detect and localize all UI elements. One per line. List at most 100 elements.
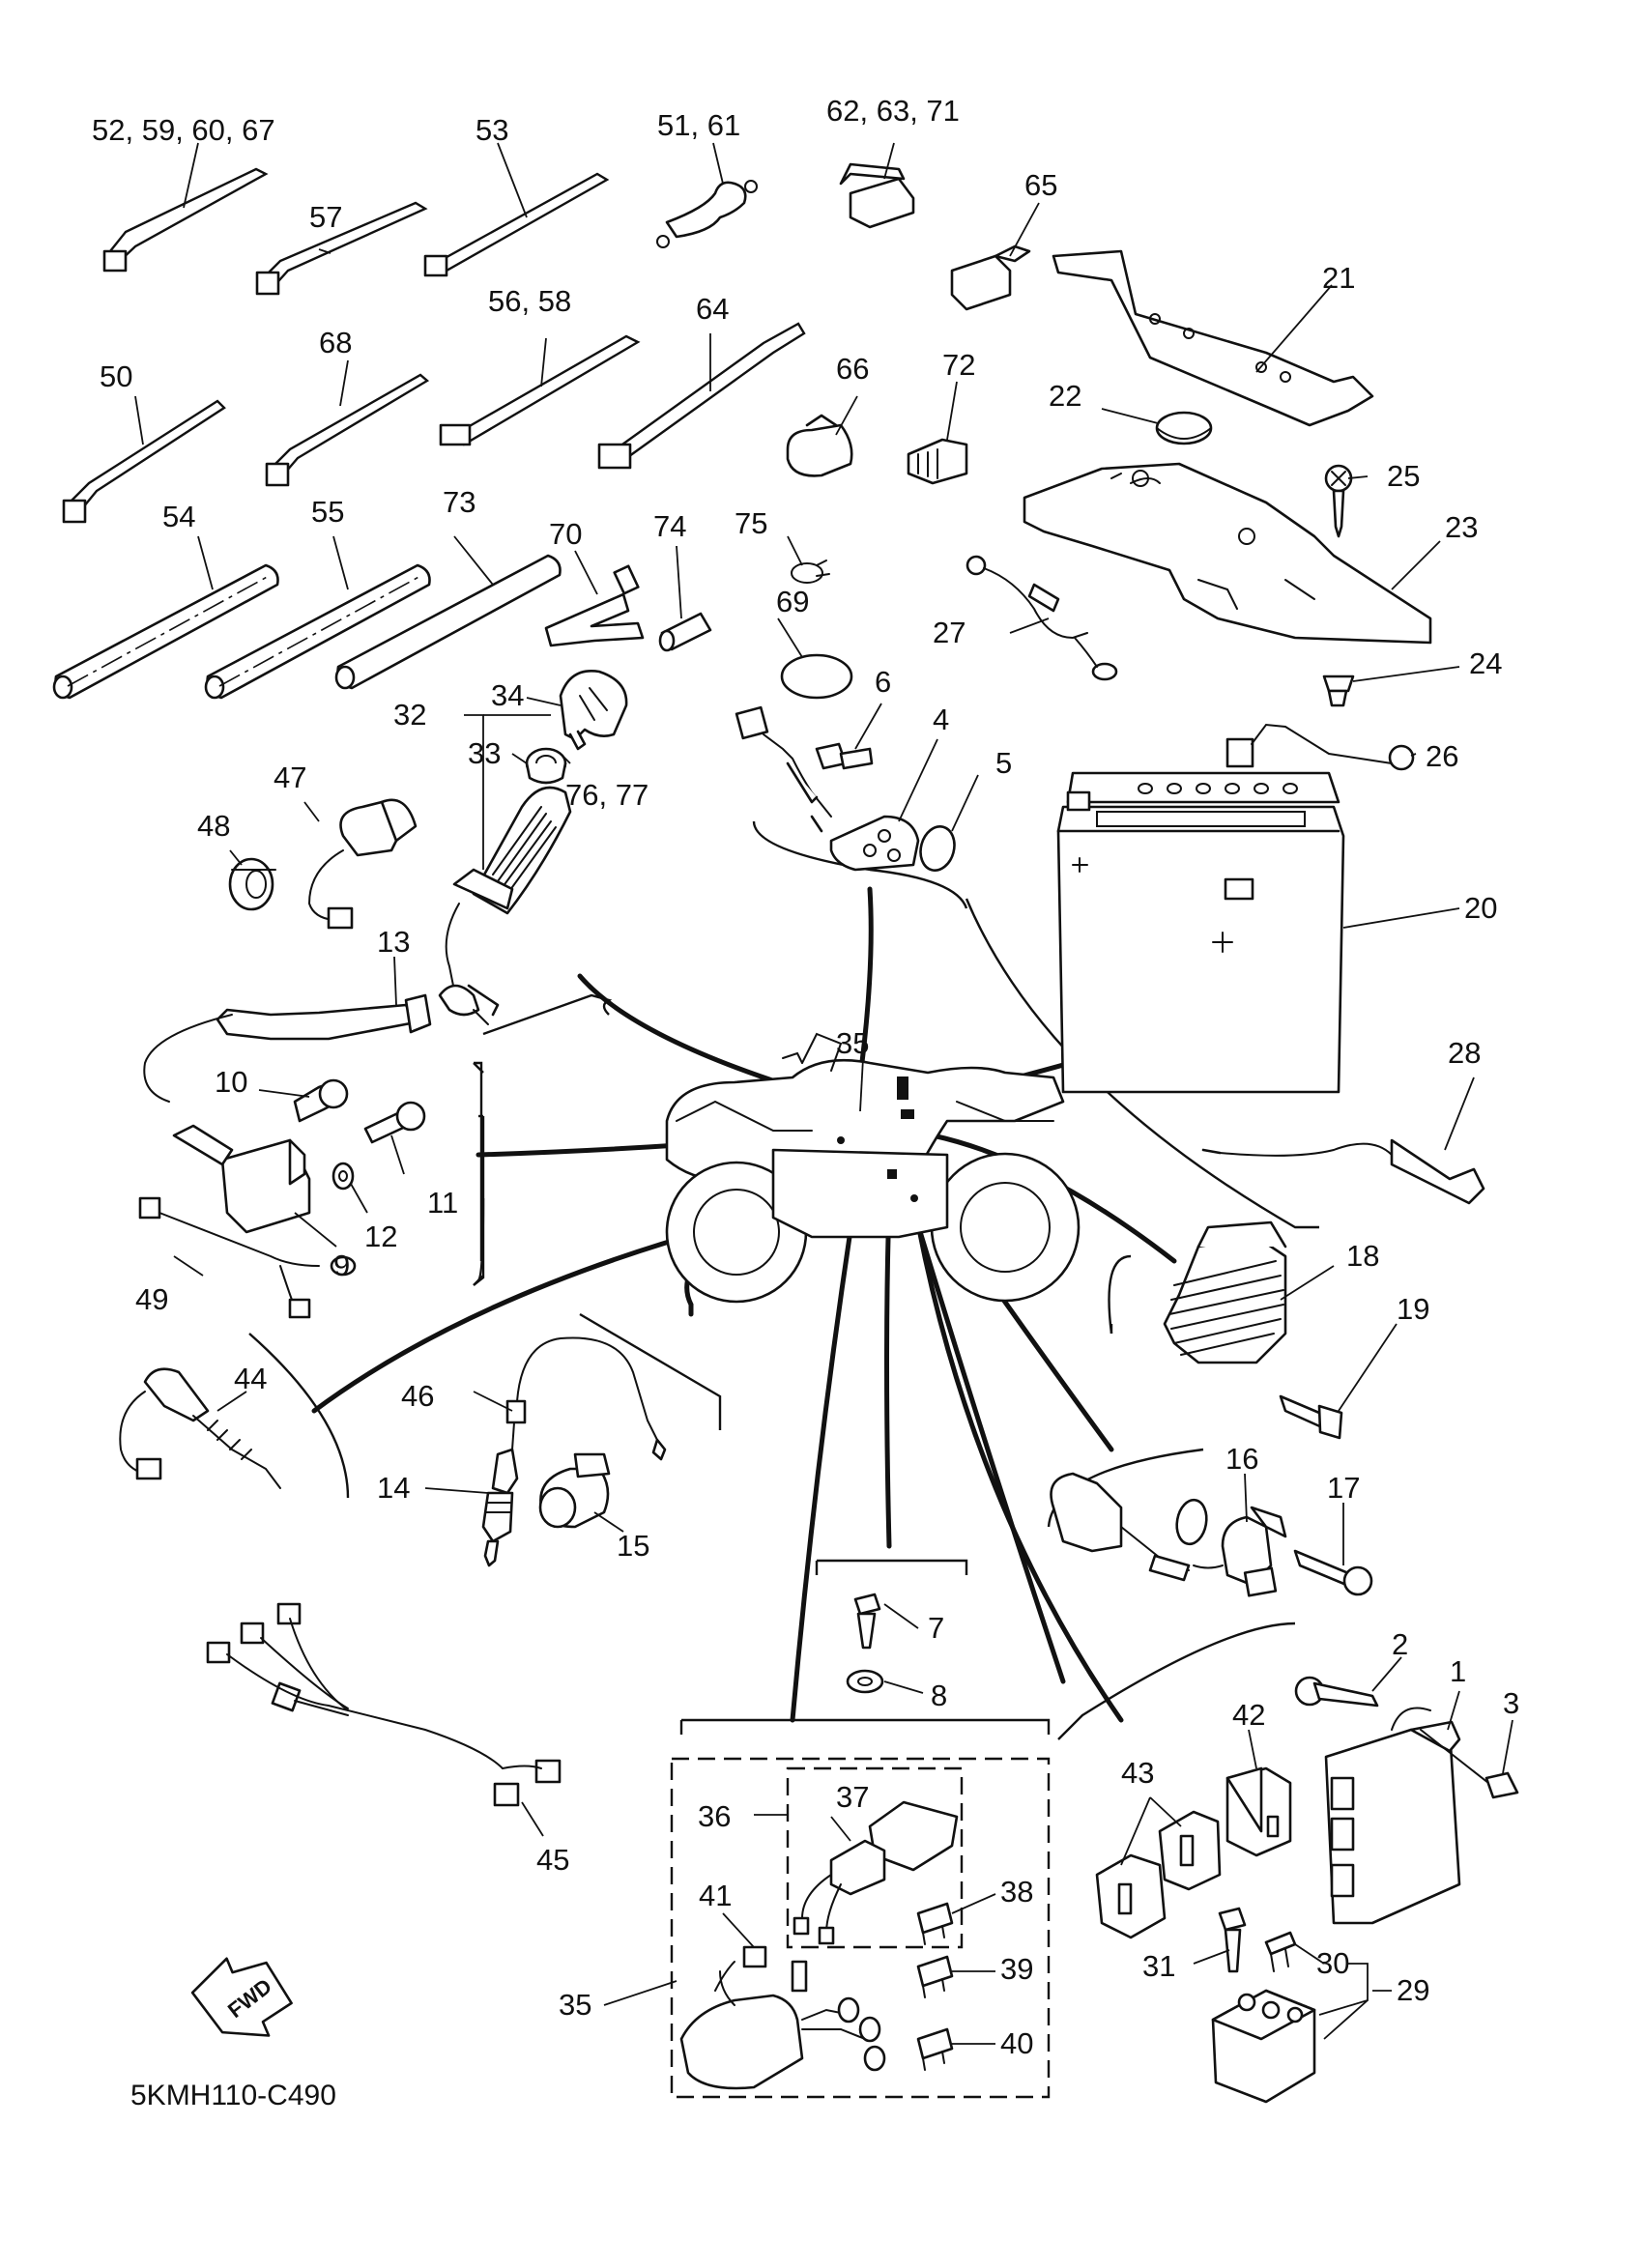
label-57: 57 [309, 200, 342, 234]
label-18: 18 [1346, 1239, 1379, 1273]
bolt-17 [1293, 1549, 1373, 1596]
sender-lead-4 [735, 705, 832, 818]
fuse-39 [916, 1955, 954, 1998]
label-15: 15 [617, 1529, 649, 1563]
label-74: 74 [653, 509, 686, 543]
label-9: 9 [333, 1249, 350, 1282]
band-26 [1225, 723, 1415, 771]
cable-tie-68 [265, 373, 430, 487]
label-50: 50 [100, 359, 132, 393]
ignition-coil-9 [172, 1124, 311, 1234]
cable-tie-64 [597, 322, 806, 470]
bolt-31 [1218, 1907, 1247, 1973]
clip-51-61 [656, 180, 758, 248]
label-14: 14 [377, 1471, 410, 1505]
label-37: 37 [836, 1780, 869, 1814]
label-36: 36 [698, 1799, 731, 1833]
lead-46 [505, 1336, 667, 1461]
bolt-6 [815, 742, 874, 770]
label-8: 8 [931, 1679, 947, 1712]
cable-tie-57 [255, 201, 428, 296]
battery-box-23 [1023, 462, 1432, 645]
label-75: 75 [735, 506, 767, 540]
fwd-arrow: FWD [190, 1957, 293, 2037]
label-3: 3 [1503, 1686, 1519, 1720]
label-10: 10 [215, 1065, 247, 1099]
starter-relay-29 [1211, 1989, 1316, 2104]
bolt-7 [853, 1593, 881, 1650]
cap-48 [228, 857, 276, 911]
harness-box-35 [670, 1757, 1051, 2099]
bracket-21 [1052, 249, 1374, 427]
label-7: 7 [928, 1611, 944, 1645]
label-46: 46 [401, 1379, 434, 1413]
label-70: 70 [549, 517, 582, 551]
part-number-labels: 52, 59, 60, 67 53 51, 61 62, 63, 71 57 6… [92, 94, 1519, 2111]
t-joint-70 [544, 564, 645, 647]
label-35-bottom: 35 [559, 1988, 591, 2022]
relay-42 [1225, 1766, 1292, 1857]
switch-nut-33 [525, 747, 567, 785]
label-66: 66 [836, 352, 869, 386]
cable-tie-52-59-60-67 [102, 167, 269, 273]
label-35-top: 35 [836, 1026, 869, 1060]
joint-74 [658, 612, 712, 652]
label-21: 21 [1322, 261, 1355, 295]
label-51-61: 51, 61 [657, 108, 740, 142]
label-53: 53 [476, 113, 508, 147]
label-44: 44 [234, 1362, 267, 1395]
rectifier-regulator-18 [1163, 1220, 1287, 1364]
label-19: 19 [1397, 1292, 1429, 1326]
label-43: 43 [1121, 1756, 1154, 1790]
grommet-22 [1155, 411, 1213, 445]
label-69: 69 [776, 585, 809, 618]
washer-8 [846, 1669, 884, 1694]
label-65: 65 [1024, 168, 1057, 202]
label-76-77: 76, 77 [565, 778, 649, 812]
clamp-62-63-71 [839, 162, 915, 229]
label-23: 23 [1445, 510, 1478, 544]
label-73: 73 [443, 485, 476, 519]
diagram-code: 5KMH110-C490 [130, 2080, 336, 2111]
label-55: 55 [311, 495, 344, 529]
clamp-65 [950, 244, 1031, 311]
bolt-10 [293, 1078, 349, 1123]
plate-4 [810, 815, 920, 872]
band-75 [791, 560, 830, 584]
o-ring-16 [1175, 1498, 1208, 1546]
tube-55 [204, 563, 431, 700]
bolt-11 [363, 1101, 426, 1144]
cable-tie-53 [423, 172, 610, 277]
sub-harness-45 [206, 1602, 562, 1807]
label-34: 34 [491, 678, 524, 712]
label-62-63-71: 62, 63, 71 [826, 94, 960, 128]
label-32: 32 [393, 698, 426, 732]
label-33: 33 [468, 736, 501, 770]
label-25: 25 [1387, 459, 1420, 493]
lead-27 [966, 555, 1118, 681]
label-39: 39 [1000, 1952, 1033, 1986]
clamp-72 [907, 438, 968, 485]
label-29: 29 [1397, 1973, 1429, 2007]
label-31: 31 [1142, 1949, 1175, 1983]
bolt-19 [1279, 1394, 1343, 1440]
label-40: 40 [1000, 2026, 1033, 2060]
plug-cap-47 [307, 798, 418, 930]
label-27: 27 [933, 616, 966, 649]
collar-3 [1484, 1771, 1519, 1799]
cable-tie-50 [62, 399, 226, 524]
label-1: 1 [1450, 1654, 1466, 1688]
label-68: 68 [319, 326, 352, 359]
atv-overview-drawing [665, 1032, 1081, 1304]
tube-54 [52, 563, 279, 700]
switch-15 [538, 1452, 611, 1529]
spark-plug-14 [481, 1448, 519, 1567]
label-22: 22 [1049, 379, 1081, 413]
o-ring-69 [780, 653, 853, 700]
ecu-1 [1324, 1707, 1489, 1925]
clamp-66 [786, 414, 853, 477]
label-20: 20 [1464, 891, 1497, 925]
screw-25 [1324, 464, 1353, 538]
cable-tie-56-58 [439, 334, 641, 446]
starter-relay-assy-16 [1050, 1472, 1287, 1597]
